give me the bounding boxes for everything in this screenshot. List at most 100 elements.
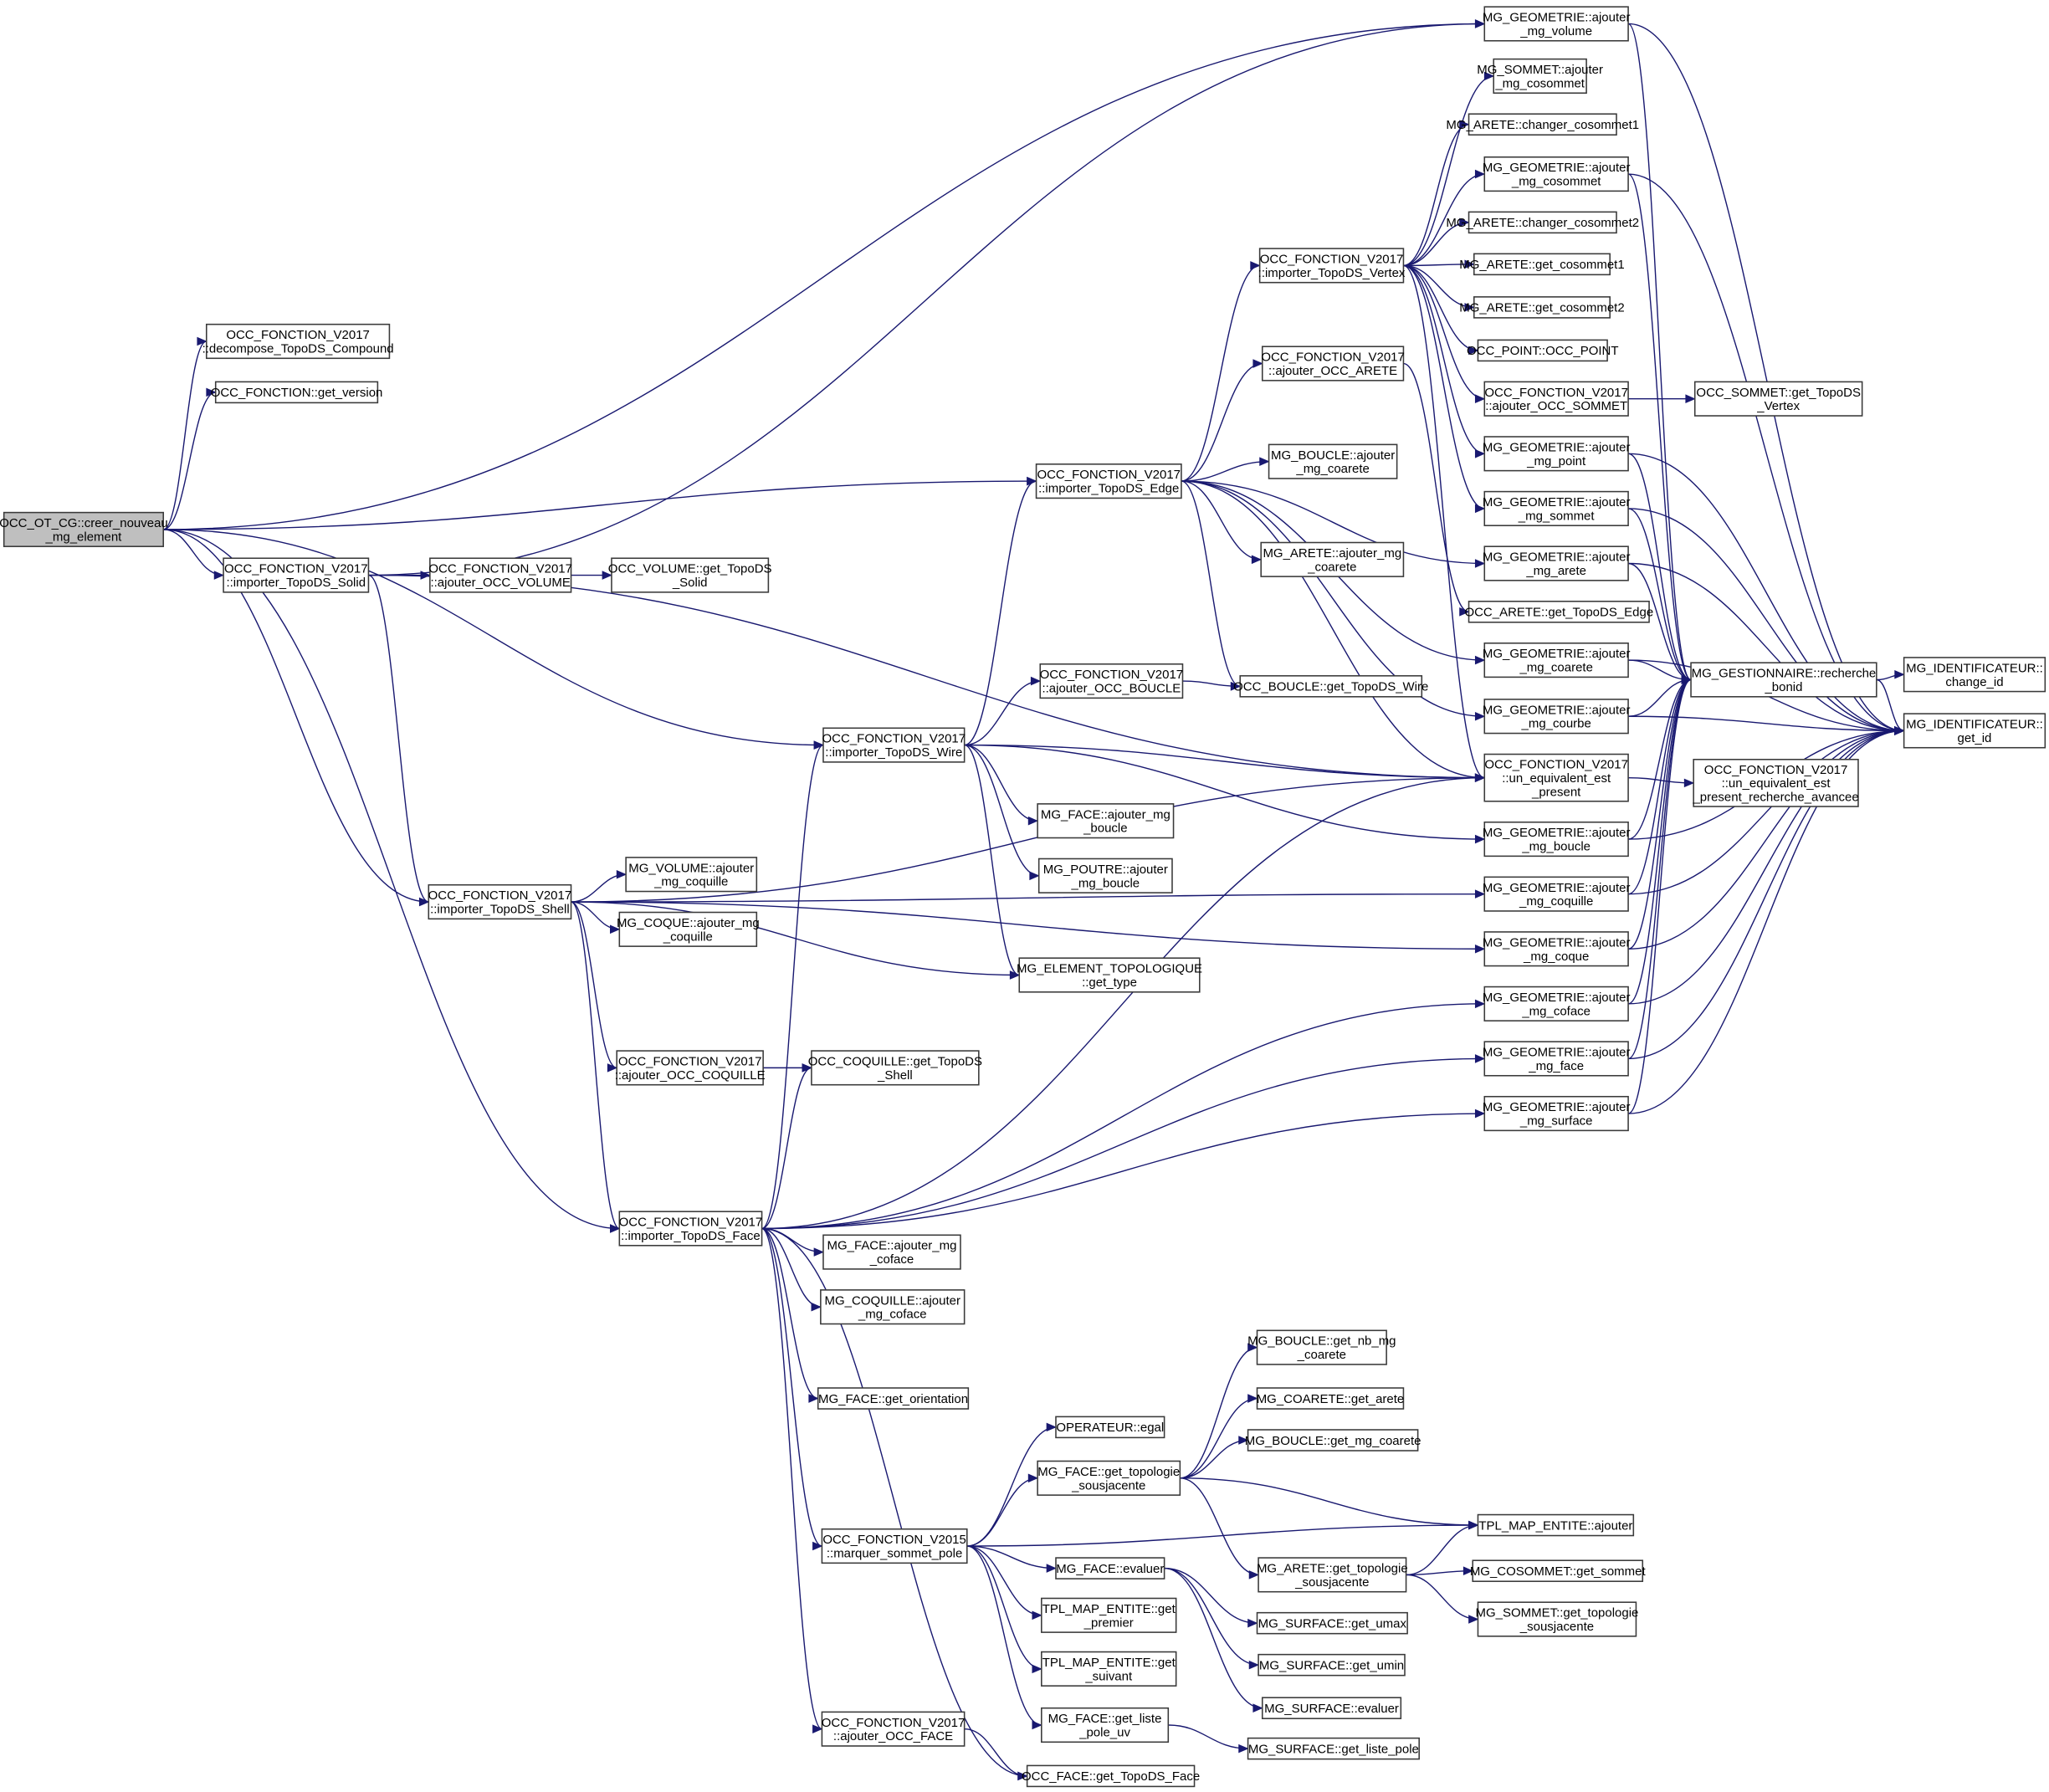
node-box[interactable] — [1693, 759, 1859, 807]
node-tpl-ajouter[interactable]: TPL_MAP_ENTITE::ajouter — [1477, 1513, 1635, 1537]
node-root[interactable]: OCC_OT_CG::creer_nouveau_mg_element — [0, 511, 168, 547]
node-sommet-topo[interactable]: MG_SOMMET::get_topologie_sousjacente — [1476, 1601, 1639, 1637]
node-box[interactable] — [223, 557, 370, 593]
node-box[interactable] — [1477, 1513, 1635, 1537]
node-occcoq-get[interactable]: OCC_COQUILLE::get_TopoDS_Shell — [808, 1050, 982, 1086]
node-box[interactable] — [1039, 663, 1184, 699]
node-occface-get[interactable]: OCC_FACE::get_TopoDS_Face — [1022, 1764, 1200, 1788]
node-box[interactable] — [1041, 1651, 1177, 1687]
node-box[interactable] — [821, 1528, 968, 1564]
node-box[interactable] — [1037, 858, 1173, 893]
node-box[interactable] — [1483, 1041, 1629, 1077]
node-box[interactable] — [1268, 443, 1398, 479]
node-geo-courbe[interactable]: MG_GEOMETRIE::ajouter_mg_courbe — [1483, 699, 1631, 735]
node-box[interactable] — [1903, 657, 2046, 693]
node-aj-occ-boucle[interactable]: OCC_FONCTION_V2017::ajouter_OCC_BOUCLE — [1039, 663, 1184, 699]
node-geo-point[interactable]: MG_GEOMETRIE::ajouter_mg_point — [1483, 436, 1631, 472]
node-mgface-get-orient[interactable]: MG_FACE::get_orientation — [817, 1387, 970, 1410]
node-poutre-aj-boucle[interactable]: MG_POUTRE::ajouter_mg_boucle — [1037, 858, 1173, 893]
node-box[interactable] — [1473, 253, 1611, 276]
node-change-id[interactable]: MG_IDENTIFICATEUR::change_id — [1903, 657, 2046, 693]
node-box[interactable] — [1468, 211, 1617, 234]
node-bonid[interactable]: MG_GESTIONNAIRE::recherche_bonid — [1690, 662, 1877, 698]
node-imp-vertex[interactable]: OCC_FONCTION_V2017::importer_TopoDS_Vert… — [1258, 248, 1406, 284]
node-box[interactable] — [1483, 6, 1629, 42]
node-box[interactable] — [1258, 1557, 1407, 1593]
node-box[interactable] — [820, 1289, 966, 1325]
node-box[interactable] — [1483, 381, 1629, 417]
node-box[interactable] — [1247, 1429, 1419, 1452]
node-mgface-eval[interactable]: MG_FACE::evaluer — [1055, 1557, 1165, 1580]
node-mgface-aj-coface[interactable]: MG_FACE::ajouter_mg_coface — [822, 1234, 961, 1270]
node-box[interactable] — [616, 1050, 764, 1086]
node-get-version[interactable]: OCC_FONCTION::get_version — [211, 381, 383, 404]
node-box[interactable] — [1055, 1557, 1165, 1580]
node-geo-sommet[interactable]: MG_GEOMETRIE::ajouter_mg_sommet — [1483, 490, 1631, 526]
node-surf-eval[interactable]: MG_SURFACE::evaluer — [1261, 1697, 1402, 1719]
node-boucle-aj-coarete[interactable]: MG_BOUCLE::ajouter_mg_coarete — [1268, 443, 1398, 479]
node-surf-umin[interactable]: MG_SURFACE::get_umin — [1258, 1653, 1406, 1677]
node-box[interactable] — [1041, 1707, 1170, 1743]
node-box[interactable] — [1483, 1095, 1629, 1132]
node-box[interactable] — [822, 1234, 961, 1270]
node-box[interactable] — [1041, 1597, 1177, 1633]
node-mgface-aj-boucle[interactable]: MG_FACE::ajouter_mg_boucle — [1037, 803, 1175, 839]
node-box[interactable] — [611, 557, 770, 593]
node-boucle-nb[interactable]: MG_BOUCLE::get_nb_mg_coarete — [1247, 1329, 1396, 1365]
node-arete-chg2[interactable]: MG_ARETE::changer_cosommet2 — [1446, 211, 1639, 234]
node-arete-topo[interactable]: MG_ARETE::get_topologie_sousjacente — [1257, 1557, 1408, 1593]
node-geo-coarete[interactable]: MG_GEOMETRIE::ajouter_mg_coarete — [1483, 642, 1631, 678]
node-box[interactable] — [1256, 1387, 1405, 1410]
node-aj-occ-sommet[interactable]: OCC_FONCTION_V2017::ajouter_OCC_SOMMET — [1483, 381, 1629, 417]
node-box[interactable] — [618, 1211, 763, 1247]
node-box[interactable] — [1472, 1559, 1644, 1582]
node-box[interactable] — [1468, 601, 1650, 623]
node-box[interactable] — [1483, 986, 1629, 1021]
node-box[interactable] — [1018, 957, 1201, 993]
node-marquer-pole[interactable]: OCC_FONCTION_V2015::marquer_sommet_pole — [821, 1528, 968, 1564]
node-box[interactable] — [1261, 346, 1405, 381]
node-occvol-get[interactable]: OCC_VOLUME::get_TopoDS_Solid — [608, 557, 772, 593]
node-box[interactable] — [1477, 1601, 1637, 1637]
node-geo-cosommet[interactable]: MG_GEOMETRIE::ajouter_mg_cosommet — [1483, 156, 1631, 192]
node-box[interactable] — [1260, 541, 1405, 577]
node-box[interactable] — [1483, 753, 1629, 802]
node-imp-face[interactable]: OCC_FONCTION_V2017::importer_TopoDS_Face — [618, 1211, 763, 1247]
node-box[interactable] — [817, 1387, 970, 1410]
node-sommet-aj-cos[interactable]: MG_SOMMET::ajouter_mg_cosommet — [1477, 58, 1603, 95]
node-box[interactable] — [428, 883, 572, 920]
node-imp-wire[interactable]: OCC_FONCTION_V2017::importer_TopoDS_Wire — [822, 727, 966, 763]
node-box[interactable] — [1256, 1329, 1387, 1365]
node-aj-occ-volume[interactable]: OCC_FONCTION_V2017::ajouter_OCC_VOLUME — [428, 557, 572, 593]
node-box[interactable] — [1468, 113, 1617, 136]
node-cosommet-get[interactable]: MG_COSOMMET::get_sommet — [1470, 1559, 1647, 1582]
node-box[interactable] — [1258, 248, 1405, 284]
node-box[interactable] — [821, 1711, 966, 1747]
node-op-egal[interactable]: OPERATEUR::egal — [1055, 1416, 1165, 1439]
node-box[interactable] — [1903, 713, 2046, 749]
node-box[interactable] — [1693, 381, 1863, 417]
node-decompose[interactable]: OCC_FONCTION_V2017::decompose_TopoDS_Com… — [202, 323, 394, 360]
node-surf-pole[interactable]: MG_SURFACE::get_liste_pole — [1247, 1737, 1420, 1760]
node-box[interactable] — [811, 1050, 980, 1086]
node-box[interactable] — [1483, 699, 1629, 735]
node-occ-point[interactable]: OCC_POINT::OCC_POINT — [1467, 339, 1619, 362]
node-box[interactable] — [1247, 1737, 1420, 1760]
node-geo-face[interactable]: MG_GEOMETRIE::ajouter_mg_face — [1483, 1041, 1631, 1077]
node-mgface-topo[interactable]: MG_FACE::get_topologie_sousjacente — [1037, 1460, 1181, 1496]
node-box[interactable] — [1483, 156, 1629, 192]
node-mgcoque-aj-coq[interactable]: MG_COQUE::ajouter_mg_coquille — [617, 911, 760, 947]
node-surf-umax[interactable]: MG_SURFACE::get_umax — [1256, 1611, 1408, 1635]
node-aj-occ-coquille[interactable]: OCC_FONCTION_V2017::ajouter_OCC_COQUILLE — [615, 1050, 766, 1086]
node-geo-coface[interactable]: MG_GEOMETRIE::ajouter_mg_coface — [1483, 986, 1631, 1021]
node-get-id[interactable]: MG_IDENTIFICATEUR::get_id — [1903, 713, 2046, 749]
node-box[interactable] — [1473, 296, 1611, 319]
node-elem-get-type[interactable]: MG_ELEMENT_TOPOLOGIQUE::get_type — [1017, 957, 1202, 993]
node-mgcoquille-aj-coface[interactable]: MG_COQUILLE::ajouter_mg_coface — [820, 1289, 966, 1325]
node-arete-aj-coarete[interactable]: MG_ARETE::ajouter_mg_coarete — [1260, 541, 1405, 577]
node-box[interactable] — [1037, 1460, 1181, 1496]
node-tpl-suivant[interactable]: TPL_MAP_ENTITE::get_suivant — [1041, 1651, 1177, 1687]
node-geo-coque[interactable]: MG_GEOMETRIE::ajouter_mg_coque — [1483, 931, 1631, 967]
node-geo-boucle[interactable]: MG_GEOMETRIE::ajouter_mg_boucle — [1483, 821, 1631, 858]
node-box[interactable] — [1256, 1611, 1408, 1635]
